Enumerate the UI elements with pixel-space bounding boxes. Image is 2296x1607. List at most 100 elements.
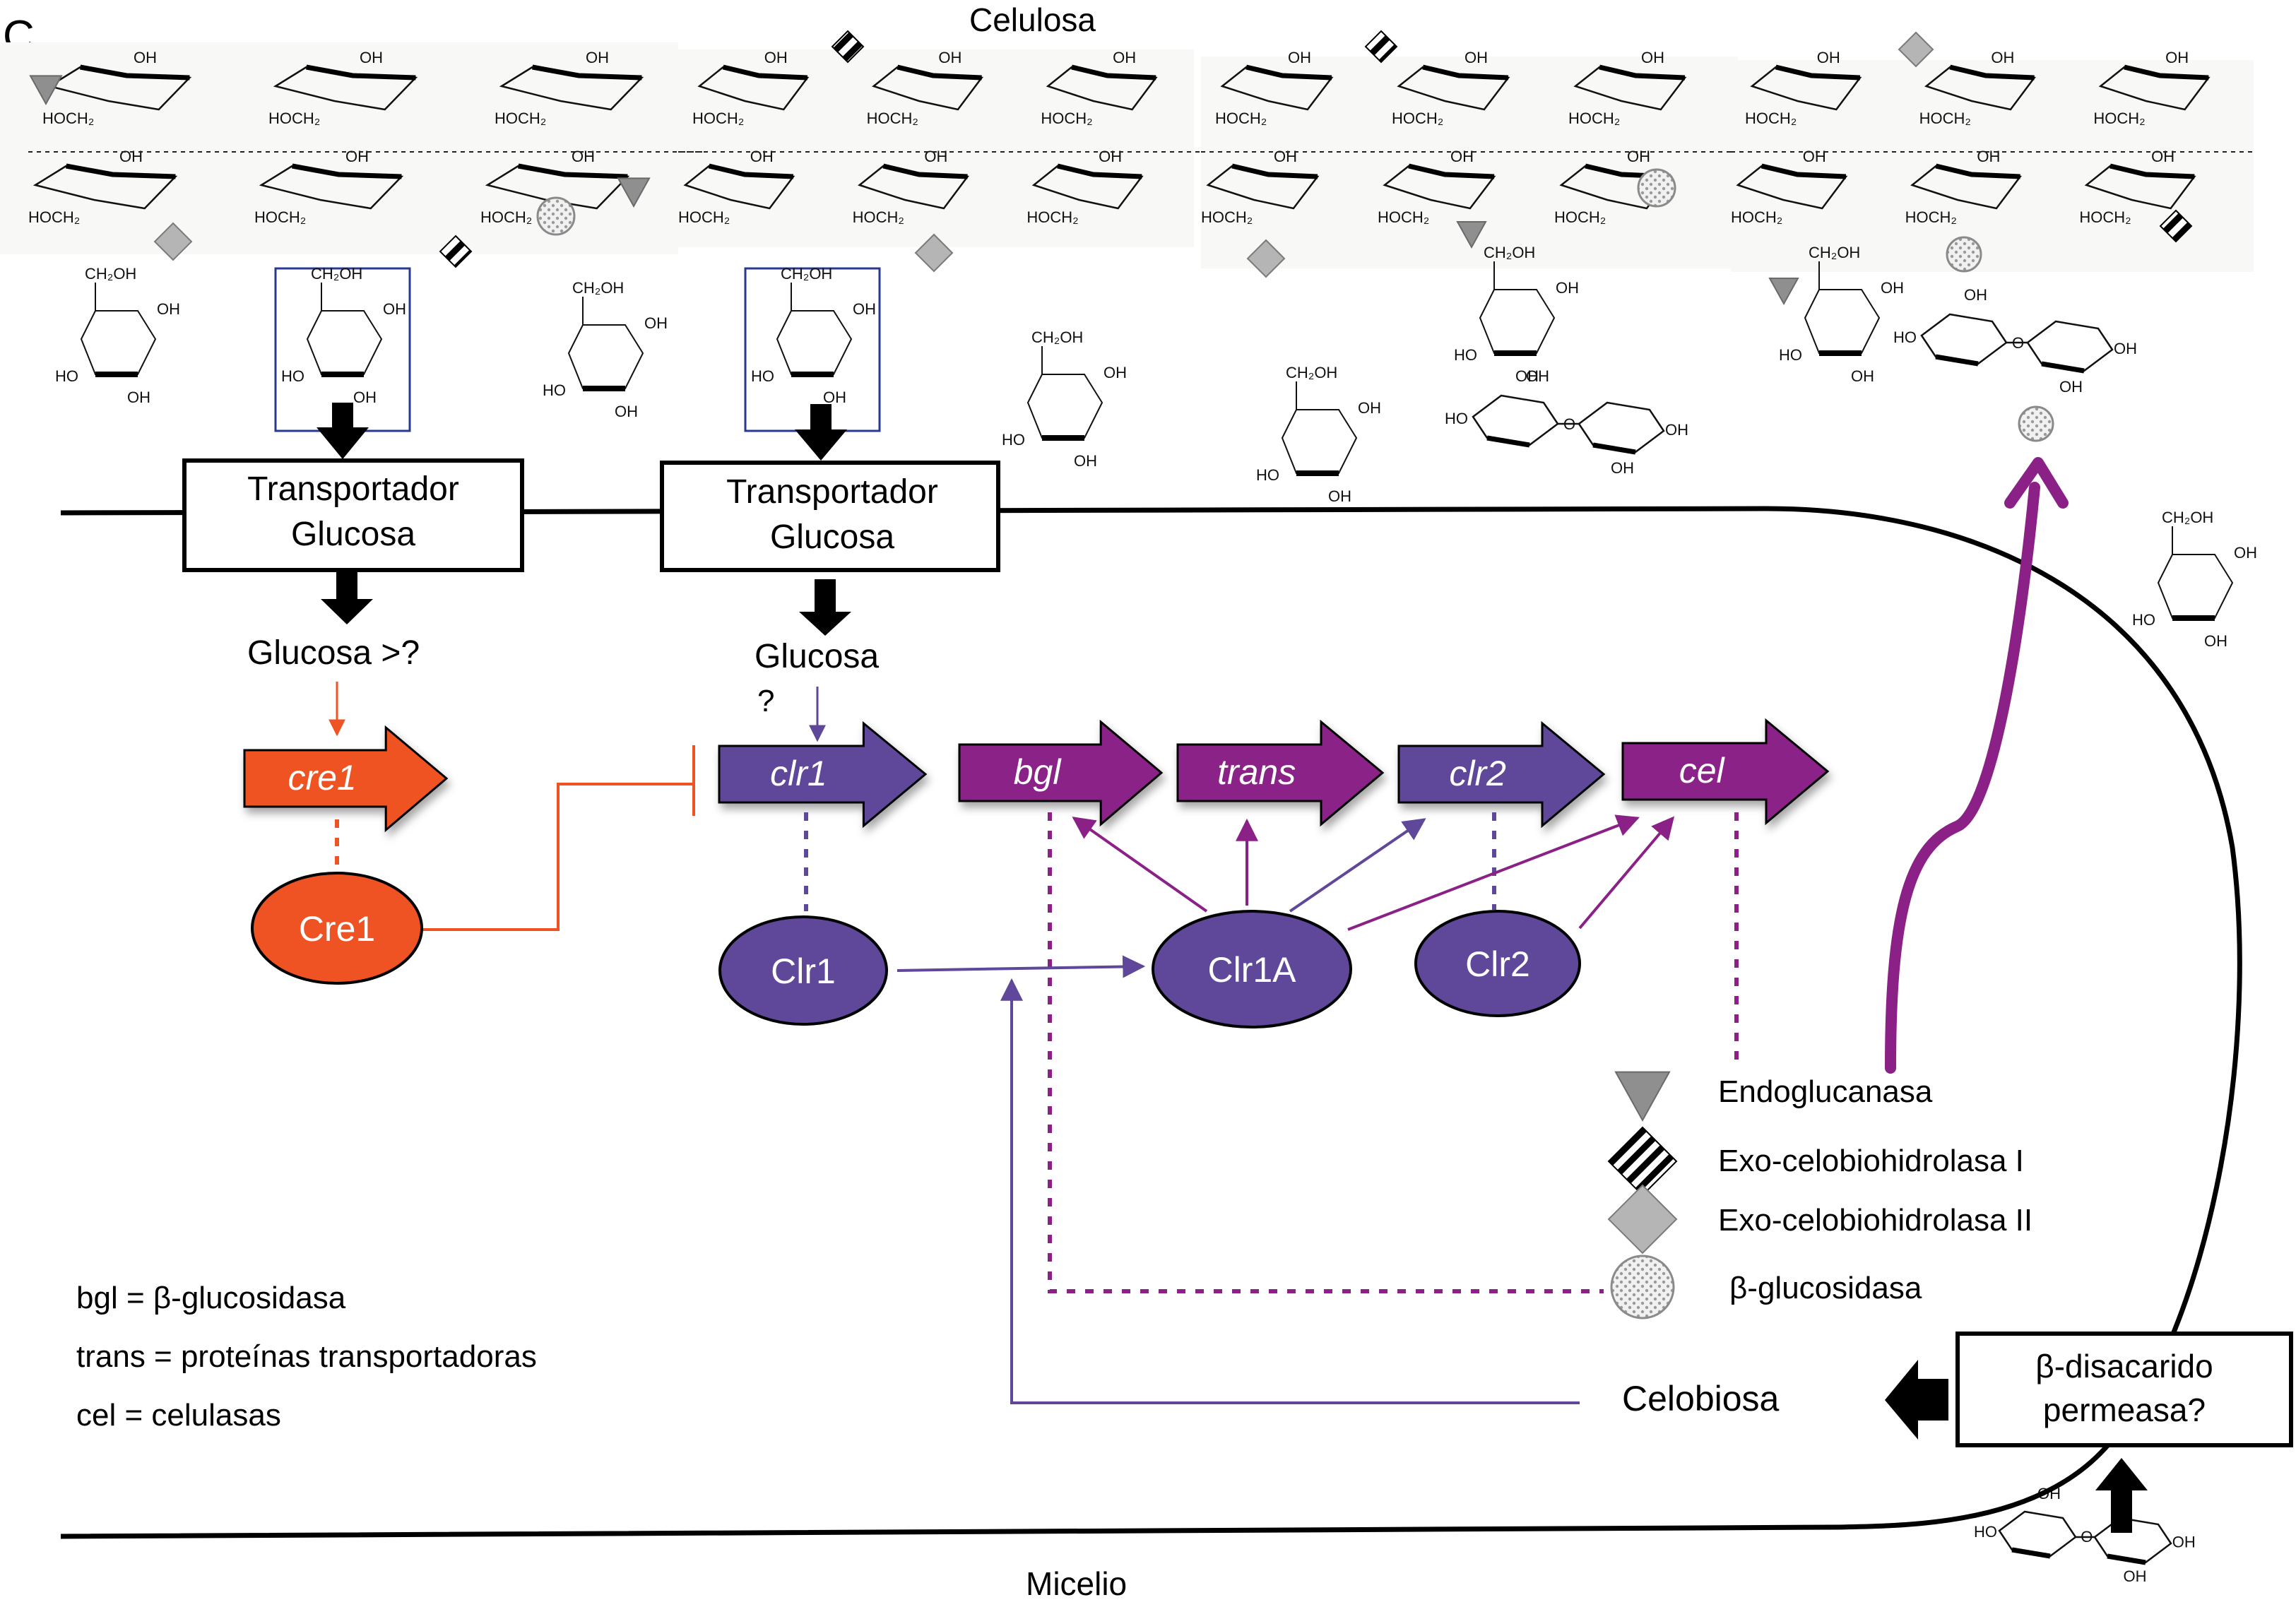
svg-text:OH: OH xyxy=(119,148,143,165)
svg-text:OH: OH xyxy=(1450,148,1474,165)
protein-Cre1-label: Cre1 xyxy=(299,909,375,949)
gene-clr1-label: clr1 xyxy=(770,754,827,793)
svg-text:OH: OH xyxy=(1665,421,1688,439)
svg-text:OH: OH xyxy=(134,49,157,66)
transporter-2-box xyxy=(660,461,1000,572)
enzyme-symbols-on-cellulose xyxy=(29,30,2193,442)
svg-text:OH: OH xyxy=(360,49,383,66)
svg-text:HOCH₂: HOCH₂ xyxy=(853,208,904,226)
substrate-label: Celulosa xyxy=(969,1,1096,38)
protein-Clr1A-label: Clr1A xyxy=(1207,950,1296,990)
glucose-question: ? xyxy=(757,684,774,718)
svg-text:O: O xyxy=(1563,415,1575,433)
clr1a-to-clr2-arrow xyxy=(1289,818,1426,913)
gene-clr2-label: clr2 xyxy=(1449,754,1506,793)
transporter-1: Transportador Glucosa xyxy=(182,403,524,624)
gene-cre1: cre1 xyxy=(243,725,449,833)
transporter-1-out-arrow xyxy=(321,572,373,624)
svg-text:OH: OH xyxy=(615,403,638,420)
permease-line1: β-disacarido xyxy=(2035,1348,2213,1384)
svg-text:OH: OH xyxy=(2234,544,2257,562)
svg-text:OH: OH xyxy=(924,148,947,165)
glucose-label-right: Glucosa xyxy=(755,638,879,675)
svg-text:HO: HO xyxy=(1779,346,1802,364)
svg-text:OH: OH xyxy=(2165,49,2189,66)
gene-bgl: bgl xyxy=(958,719,1164,827)
protein-Clr1A: Clr1A xyxy=(1152,910,1352,1028)
legend-label: Exo-celobiohidrolasa II xyxy=(1718,1203,2032,1238)
svg-text:OH: OH xyxy=(764,49,788,66)
protein-Cre1: Cre1 xyxy=(251,872,423,985)
protein-Cre1-shape xyxy=(251,872,423,985)
striped-diamond-icon xyxy=(2159,209,2193,243)
svg-text:HOCH₂: HOCH₂ xyxy=(480,208,532,226)
svg-text:OH: OH xyxy=(853,300,876,318)
svg-text:CH₂OH: CH₂OH xyxy=(85,265,136,283)
svg-text:HOCH₂: HOCH₂ xyxy=(867,109,918,127)
gene-cre1-arrow-shape xyxy=(243,725,449,833)
svg-text:HO: HO xyxy=(1974,1523,1997,1541)
abbreviation-legend: bgl = β-glucosidasa trans = proteínas tr… xyxy=(76,1281,537,1433)
svg-text:HO: HO xyxy=(1002,431,1025,449)
legend-item-triangle: Endoglucanasa xyxy=(1614,1071,1933,1122)
legend-label: β-glucosidasa xyxy=(1729,1271,1922,1305)
gene-clr1-arrow-shape xyxy=(718,721,928,829)
diamond-icon xyxy=(153,222,193,261)
svg-text:HOCH₂: HOCH₂ xyxy=(495,109,546,127)
glucose-ring: OH HOCH₂ xyxy=(480,148,630,226)
svg-text:OH: OH xyxy=(1074,452,1097,470)
svg-text:OH: OH xyxy=(1103,364,1127,381)
clr1-to-clr1a-arrow xyxy=(896,955,1146,978)
dotted-circle-icon xyxy=(1946,236,1982,273)
svg-text:HOCH₂: HOCH₂ xyxy=(1041,109,1092,127)
svg-text:OH: OH xyxy=(1358,399,1381,417)
permease-box xyxy=(1955,1332,2293,1447)
striped-diamond-icon xyxy=(831,30,865,64)
svg-text:OH: OH xyxy=(2151,148,2174,165)
svg-text:OH: OH xyxy=(1113,49,1136,66)
svg-text:HO: HO xyxy=(55,367,78,385)
cellobiose-feedback-line xyxy=(1000,978,1580,1404)
svg-text:OH: OH xyxy=(823,389,846,406)
bgl-dotted-output xyxy=(1048,812,1604,1293)
organism-label: Micelio xyxy=(1026,1565,1127,1602)
svg-text:OH: OH xyxy=(572,148,595,165)
svg-text:OH: OH xyxy=(1611,459,1634,477)
secretion-arrow xyxy=(1885,482,2040,1074)
svg-text:HOCH₂: HOCH₂ xyxy=(1731,208,1782,226)
svg-text:CH₂OH: CH₂OH xyxy=(1809,244,1860,261)
svg-text:OH: OH xyxy=(1556,279,1579,297)
svg-text:OH: OH xyxy=(127,389,150,406)
protein-Clr1-label: Clr1 xyxy=(771,951,836,991)
svg-text:OH: OH xyxy=(1464,49,1488,66)
legend-label: Endoglucanasa xyxy=(1718,1074,1933,1109)
gene-trans-arrow-shape xyxy=(1176,719,1385,827)
protein-Clr2-label: Clr2 xyxy=(1465,944,1530,984)
secretion-arrowhead xyxy=(2004,457,2069,509)
svg-text:OH: OH xyxy=(353,389,377,406)
svg-text:HOCH₂: HOCH₂ xyxy=(1905,208,1957,226)
svg-text:HOCH₂: HOCH₂ xyxy=(1215,109,1267,127)
svg-text:HOCH₂: HOCH₂ xyxy=(1392,109,1443,127)
abbreviation-bgl: bgl = β-glucosidasa xyxy=(76,1281,346,1315)
dotted-circle-icon xyxy=(2018,405,2054,442)
svg-text:O: O xyxy=(2081,1528,2093,1546)
membrane-top-line xyxy=(60,506,2242,1539)
gene-clr2-arrow-shape xyxy=(1397,721,1606,829)
